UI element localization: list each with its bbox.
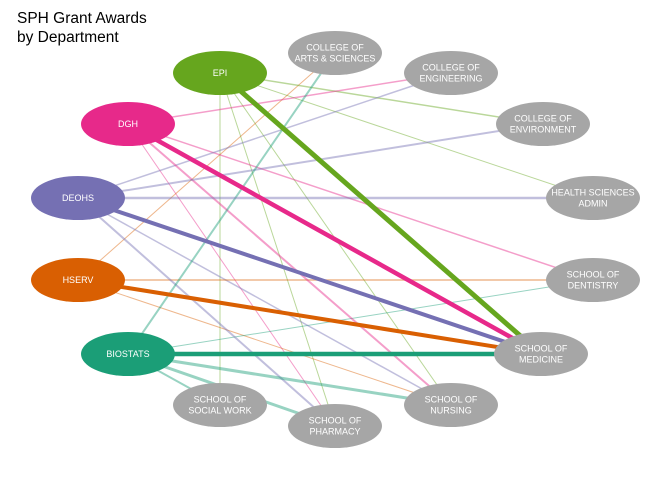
link-dgh-pharm bbox=[127, 123, 336, 427]
node-school-dent-shape bbox=[546, 258, 640, 302]
node-dept-hserv-shape bbox=[31, 258, 125, 302]
link-biostats-dent bbox=[127, 279, 594, 355]
link-dgh-med bbox=[125, 121, 544, 357]
node-dept-epi: EPI bbox=[173, 51, 267, 95]
link-dgh-nurs bbox=[127, 123, 452, 406]
node-dept-dgh-shape bbox=[81, 102, 175, 146]
link-dgh-eng bbox=[127, 72, 452, 125]
node-dept-deohs: DEOHS bbox=[31, 176, 125, 220]
link-deohs-nurs bbox=[77, 197, 452, 406]
link-epi-hsa bbox=[219, 72, 594, 199]
node-dept-epi-shape bbox=[173, 51, 267, 95]
link-epi-env bbox=[219, 72, 544, 125]
node-school-hsa-shape bbox=[546, 176, 640, 220]
node-school-med-shape bbox=[494, 332, 588, 376]
link-hserv-med bbox=[76, 278, 543, 356]
node-school-arts-shape bbox=[288, 31, 382, 75]
page-title: SPH Grant Awards by Department bbox=[17, 10, 147, 46]
link-epi-pharm bbox=[219, 72, 336, 427]
node-school-pharm-shape bbox=[288, 404, 382, 448]
link-hserv-nurs bbox=[77, 279, 452, 406]
node-dept-hserv: HSERV bbox=[31, 258, 125, 302]
link-deohs-env bbox=[77, 123, 544, 199]
node-dept-deohs-label: DEOHS bbox=[62, 193, 94, 203]
links-layer bbox=[76, 52, 595, 428]
node-school-sw-shape bbox=[173, 383, 267, 427]
node-dept-dgh: DGH bbox=[81, 102, 175, 146]
node-school-eng-shape bbox=[404, 51, 498, 95]
node-dept-biostats-label: BIOSTATS bbox=[106, 349, 149, 359]
node-dept-epi-label: EPI bbox=[213, 68, 228, 78]
node-school-nurs-shape bbox=[404, 383, 498, 427]
link-deohs-eng bbox=[77, 72, 452, 199]
link-biostats-arts bbox=[127, 52, 336, 355]
node-dept-deohs-shape bbox=[31, 176, 125, 220]
node-dept-biostats: BIOSTATS bbox=[81, 332, 175, 376]
link-biostats-nurs bbox=[126, 352, 453, 407]
link-dgh-dent bbox=[127, 123, 594, 281]
node-dept-hserv-label: HSERV bbox=[63, 275, 94, 285]
node-dept-biostats-shape bbox=[81, 332, 175, 376]
link-epi-med bbox=[217, 70, 544, 357]
node-dept-dgh-label: DGH bbox=[118, 119, 138, 129]
link-deohs-med bbox=[76, 196, 543, 356]
node-school-env-shape bbox=[496, 102, 590, 146]
link-deohs-pharm bbox=[77, 197, 336, 427]
